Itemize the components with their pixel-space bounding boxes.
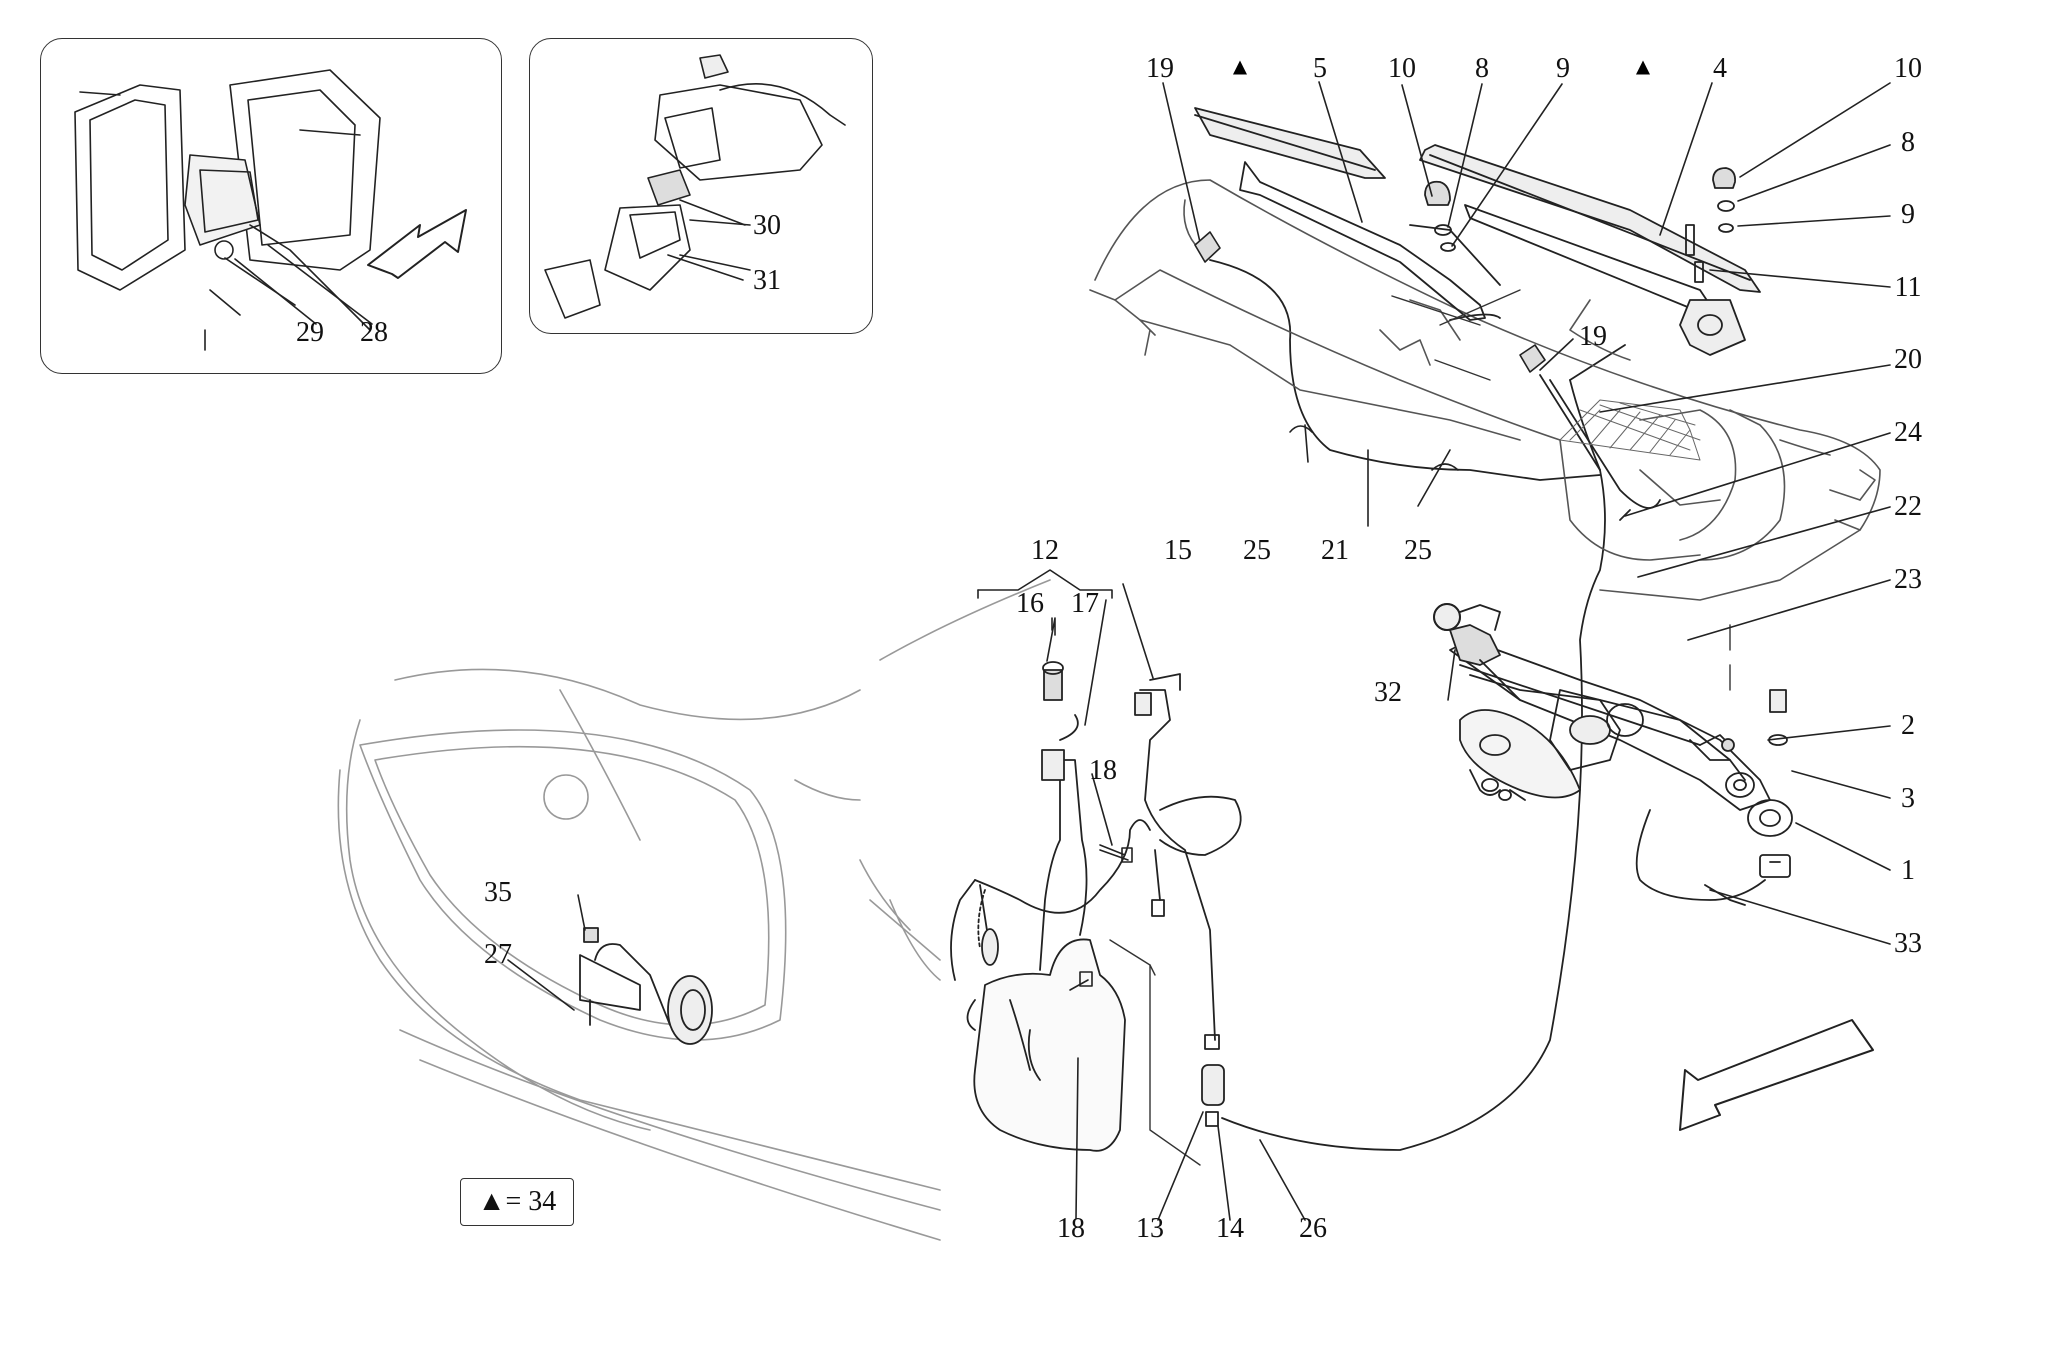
callout-19-top: 19: [1146, 53, 1174, 84]
wiper-nuts-caps-drawing: [1424, 167, 1736, 252]
arrow-right-icon: [367, 209, 467, 279]
clip-19-drawings: [1194, 231, 1546, 373]
cowl-mesh-drawing: [1559, 399, 1701, 461]
callout-35: 35: [484, 877, 512, 908]
callout-2: 2: [1901, 710, 1915, 741]
callout-12: 12: [1031, 535, 1059, 566]
callout-20: 20: [1894, 344, 1922, 375]
callout-10-left: 10: [1388, 53, 1416, 84]
callout-15: 15: [1164, 535, 1192, 566]
callout-11: 11: [1894, 272, 1922, 303]
cowl-panel-drawing: [1089, 179, 1881, 601]
wiper-linkage-motor-drawing: [1433, 603, 1793, 906]
clip-25-drawings: [1289, 425, 1459, 471]
callout-5: 5: [1313, 53, 1327, 84]
callout-1: 1: [1901, 855, 1915, 886]
callout-19-mid: 19: [1579, 321, 1607, 352]
direction-arrows: [367, 209, 1874, 1131]
callout-8-right: 8: [1901, 127, 1915, 158]
switch-inset: [529, 38, 873, 334]
callout-32: 32: [1374, 677, 1402, 708]
callout-29: 29: [296, 317, 324, 348]
washer-pump-drawing: [1201, 1034, 1225, 1127]
callout-23: 23: [1894, 564, 1922, 595]
callout-31: 31: [753, 265, 781, 296]
callout-9-right: 9: [1901, 199, 1915, 230]
callout-18-lower: 18: [1057, 1213, 1085, 1244]
callout-28: 28: [360, 317, 388, 348]
callout-18-upper: 18: [1089, 755, 1117, 786]
grommet-32-drawing: [1433, 603, 1461, 631]
control-unit-inset: [40, 38, 502, 374]
callout-25-right: 25: [1404, 535, 1432, 566]
callout-3: 3: [1901, 783, 1915, 814]
wiper-blades-drawing: [1194, 107, 1761, 356]
leader-lines: [234, 81, 1891, 1221]
washer-reservoir-drawing: [966, 661, 1126, 1152]
callout-9-left: 9: [1556, 53, 1570, 84]
washer-hoses-drawing: [950, 259, 1661, 1151]
switch-inset-drawing: [544, 54, 846, 319]
legend-box: ▲= 34: [460, 1178, 574, 1226]
arrow-left-icon: [1679, 1019, 1874, 1131]
bolt-18-drawings: [1069, 844, 1133, 991]
callout-17: 17: [1071, 588, 1099, 619]
legend-text: ▲= 34: [477, 1186, 557, 1217]
callout-16: 16: [1016, 588, 1044, 619]
callout-14: 14: [1216, 1213, 1244, 1244]
callout-13: 13: [1136, 1213, 1164, 1244]
control-unit-inset-drawing: [74, 69, 381, 351]
callout-26: 26: [1299, 1213, 1327, 1244]
triangle-marker-1: ▲: [1228, 54, 1252, 81]
callout-33: 33: [1894, 928, 1922, 959]
callout-10-right: 10: [1894, 53, 1922, 84]
callout-24: 24: [1894, 417, 1922, 448]
callout-30: 30: [753, 210, 781, 241]
callout-25-left: 25: [1243, 535, 1271, 566]
callout-8-left: 8: [1475, 53, 1489, 84]
dashed-reference-lines: [1109, 289, 1731, 1166]
car-front-outline-drawing: [337, 579, 1051, 1241]
callout-27: 27: [484, 939, 512, 970]
callout-4: 4: [1713, 53, 1727, 84]
callout-21: 21: [1321, 535, 1349, 566]
triangle-marker-2: ▲: [1631, 54, 1655, 81]
horn-drawing: [579, 927, 713, 1045]
callout-22: 22: [1894, 491, 1922, 522]
